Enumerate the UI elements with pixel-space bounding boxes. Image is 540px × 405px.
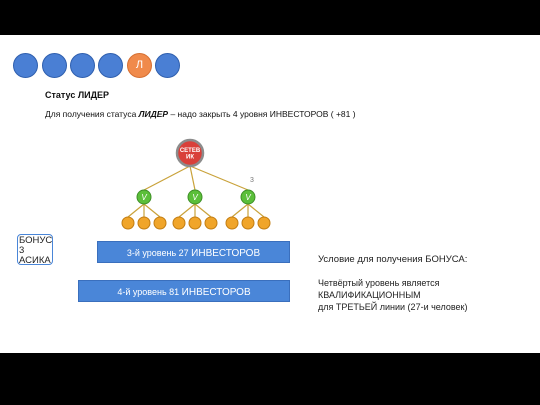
bonus-line-2: 3: [19, 245, 25, 256]
level-2-node: [241, 216, 255, 230]
level-4-prefix: 4-й уровень 81: [117, 287, 182, 297]
level-3-bar: 3-й уровень 27 ИНВЕСТОРОВ: [97, 241, 290, 263]
status-title: Статус ЛИДЕР: [45, 90, 110, 100]
bonus-box: БОНУС 3 АСИКА: [17, 234, 53, 266]
level-2-node: [204, 216, 218, 230]
bonus-line-3: АСИКА: [19, 255, 51, 266]
level-2-node: [172, 216, 186, 230]
level-1-node-letter: V: [245, 193, 251, 202]
level-1-node-letter: V: [141, 193, 147, 202]
tree-connector: [247, 203, 265, 218]
level-1-node: [187, 189, 203, 205]
level-2-node: [153, 216, 167, 230]
tree-connector: [189, 165, 196, 191]
nav-circle-6[interactable]: [155, 53, 180, 78]
status-desc-bold: ЛИДЕР: [138, 109, 169, 119]
root-node-label: ИК: [186, 155, 194, 161]
level-3-prefix: 3-й уровень 27: [126, 248, 192, 258]
condition-line-2: КВАЛИФИКАЦИОННЫМ: [318, 290, 421, 300]
nav-circle-2[interactable]: [42, 53, 67, 78]
root-node-label: СЕТЕВ: [180, 148, 201, 154]
level-2-node: [257, 216, 271, 230]
nav-circle-1[interactable]: [13, 53, 38, 78]
tree-connector: [194, 203, 212, 218]
tree-connector: [127, 203, 145, 218]
tree-connector: [178, 203, 196, 218]
level-2-node: [121, 216, 135, 230]
level-4-bar: 4-й уровень 81 ИНВЕСТОРОВ: [78, 280, 290, 302]
level-2-node: [137, 216, 151, 230]
bonus-line-1: БОНУС: [19, 235, 53, 246]
tree-number-label: 3: [250, 177, 254, 184]
slide: Л Статус ЛИДЕР Для получения статуса ЛИД…: [0, 35, 540, 353]
level-2-node: [225, 216, 239, 230]
status-desc-suffix: – надо закрыть 4 уровня ИНВЕСТОРОВ ( +81…: [168, 109, 356, 119]
tree-connector: [231, 203, 249, 218]
level-4-suffix: ИНВЕСТОРОВ: [181, 287, 251, 298]
level-1-node: [136, 189, 152, 205]
status-desc-prefix: Для получения статуса: [45, 109, 139, 119]
condition-heading: Условие для получения БОНУСА:: [318, 254, 468, 265]
tree-connector: [143, 165, 191, 191]
level-3-suffix: ИНВЕСТОРОВ: [191, 248, 261, 259]
status-description: Для получения статуса ЛИДЕР – надо закры…: [45, 109, 356, 119]
tree-connector: [189, 165, 249, 191]
tree-connector: [143, 203, 161, 218]
level-1-node-letter: V: [192, 193, 198, 202]
nav-circle-leader[interactable]: Л: [127, 53, 152, 78]
nav-circle-3[interactable]: [70, 53, 95, 78]
nav-circle-4[interactable]: [98, 53, 123, 78]
root-node: [175, 138, 205, 168]
condition-line-3: для ТРЕТЬЕЙ линии (27-и человек): [318, 302, 468, 312]
level-2-node: [188, 216, 202, 230]
condition-line-1: Четвёртый уровень является: [318, 278, 440, 288]
level-1-node: [240, 189, 256, 205]
